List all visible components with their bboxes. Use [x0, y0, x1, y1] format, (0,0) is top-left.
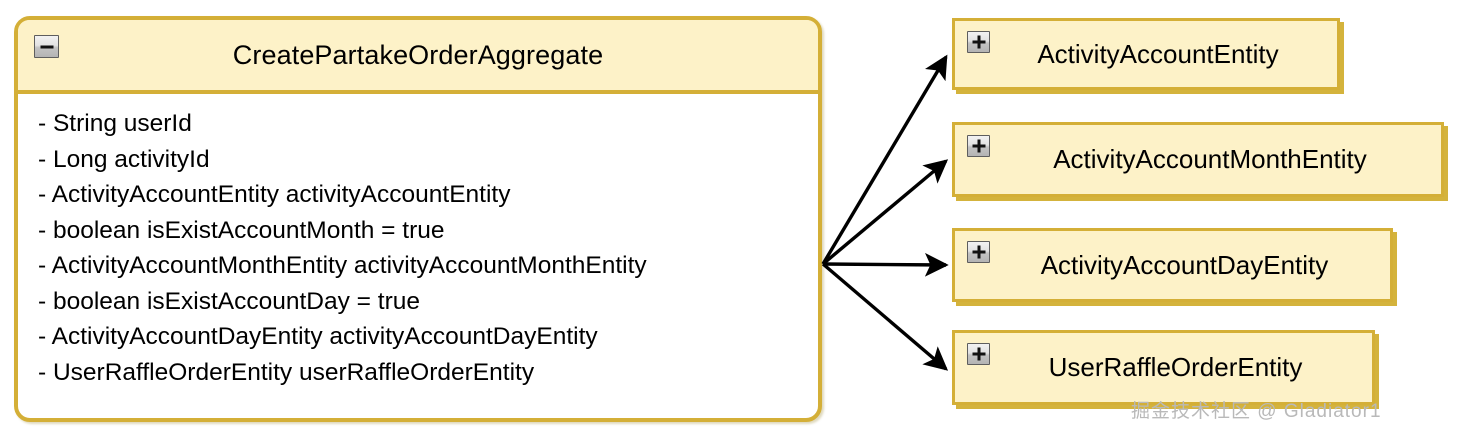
- plus-expand-icon[interactable]: [967, 343, 990, 365]
- plus-glyph-vertical: [977, 35, 980, 49]
- aggregate-header: CreatePartakeOrderAggregate: [18, 20, 818, 94]
- attribute-row: - boolean isExistAccountDay = true: [38, 287, 420, 315]
- attribute-row: - ActivityAccountEntity activityAccountE…: [38, 181, 511, 208]
- aggregate-class-box[interactable]: CreatePartakeOrderAggregate - String use…: [14, 16, 822, 422]
- watermark-text: 掘金技术社区 @ Gladiator1: [1131, 401, 1382, 422]
- entity-label: ActivityAccountDayEntity: [1040, 249, 1329, 280]
- plus-glyph-vertical: [977, 347, 980, 361]
- entity-box[interactable]: UserRaffleOrderEntity: [952, 330, 1375, 405]
- arrow-to-activity-account-day-entity: [822, 252, 949, 277]
- minus-glyph: [40, 45, 53, 48]
- attribute-row: - Long activityId: [38, 145, 210, 173]
- plus-expand-icon[interactable]: [967, 31, 990, 53]
- plus-glyph-vertical: [977, 139, 980, 153]
- attribute-row: - boolean isExistAccountMonth = true: [38, 216, 445, 244]
- arrow-to-activity-account-entity: [821, 54, 948, 265]
- plus-glyph-vertical: [977, 245, 980, 259]
- plus-expand-icon[interactable]: [967, 241, 990, 263]
- entity-box[interactable]: ActivityAccountDayEntity: [952, 228, 1393, 302]
- attribute-row: - String userId: [38, 110, 192, 137]
- arrow-to-activity-account-month-entity: [821, 159, 949, 266]
- plus-expand-icon[interactable]: [967, 135, 990, 157]
- arrow-to-user-raffle-order-entity: [821, 262, 949, 371]
- minus-collapse-icon[interactable]: [34, 35, 59, 58]
- aggregate-title: CreatePartakeOrderAggregate: [232, 39, 604, 70]
- entity-box[interactable]: ActivityAccountEntity: [952, 18, 1340, 90]
- attribute-row: - UserRaffleOrderEntity userRaffleOrderE…: [38, 358, 535, 386]
- entity-label: ActivityAccountEntity: [1037, 38, 1279, 69]
- attribute-row: - ActivityAccountMonthEntity activityAcc…: [38, 252, 647, 279]
- entity-box[interactable]: ActivityAccountMonthEntity: [952, 122, 1444, 197]
- entity-label: ActivityAccountMonthEntity: [1053, 144, 1367, 174]
- entity-label: UserRaffleOrderEntity: [1048, 352, 1303, 382]
- attribute-row: - ActivityAccountDayEntity activityAccou…: [38, 323, 598, 350]
- aggregate-attribute-list: - String userId - Long activityId - Acti…: [18, 94, 818, 390]
